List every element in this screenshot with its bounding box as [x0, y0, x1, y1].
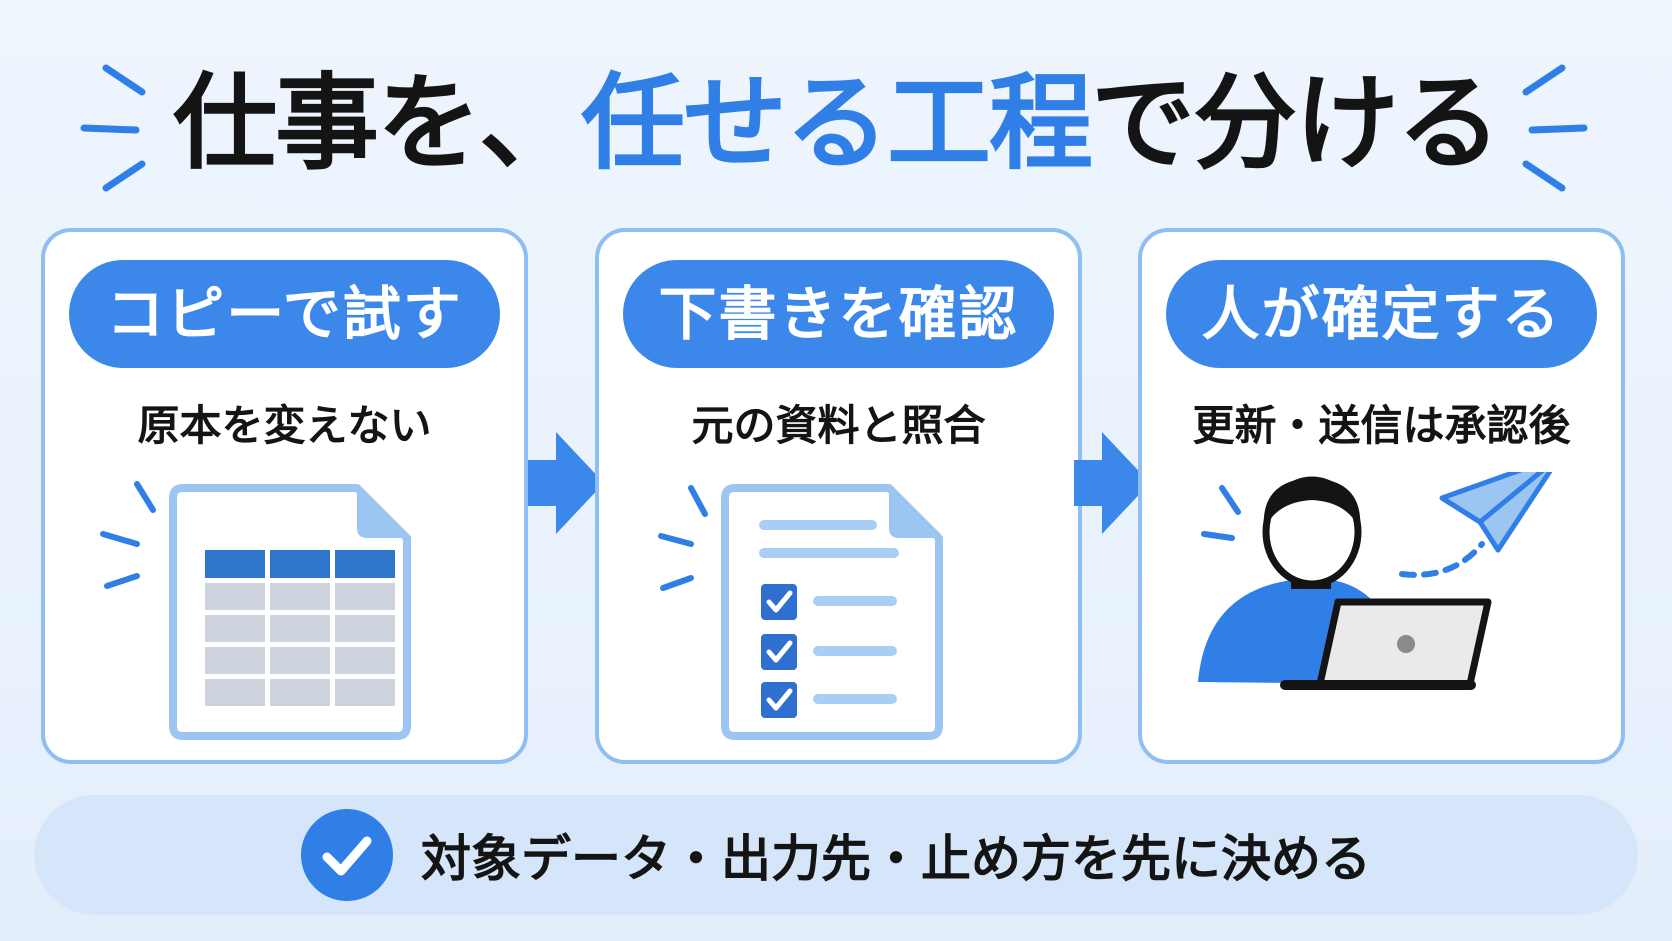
step-label-pill: 人が確定する [1166, 260, 1597, 368]
footer-banner: 対象データ・出力先・止め方を先に決める [34, 795, 1638, 915]
check-circle-icon [301, 809, 393, 901]
step-card-human-confirm: 人が確定する 更新・送信は承認後 [1138, 228, 1625, 764]
sparkle-left-icon [80, 64, 146, 192]
step-label-pill: コピーで試す [69, 260, 500, 368]
footer-text: 対象データ・出力先・止め方を先に決める [421, 830, 1371, 888]
title-highlight: 任せる工程 [580, 62, 1093, 184]
arrow-right-icon [528, 432, 604, 534]
arrow-right-icon [1074, 432, 1150, 534]
title-part-1: 仕事を、 [172, 62, 583, 184]
checklist-document-icon [658, 484, 943, 740]
spreadsheet-icon [100, 481, 411, 740]
sparkle-right-icon [1522, 64, 1588, 192]
step-label-pill: 下書きを確認 [623, 260, 1054, 368]
step-description: 更新・送信は承認後 [1192, 401, 1571, 450]
page-title: 仕事を、任せる工程で分ける [0, 58, 1672, 188]
step-description: 元の資料と照合 [691, 401, 986, 450]
person-laptop-send-icon [1198, 472, 1553, 690]
title-part-2: で分ける [1091, 62, 1501, 184]
step-card-review-draft: 下書きを確認 元の資料と照合 [595, 228, 1082, 764]
step-card-copy: コピーで試す 原本を変えない [41, 228, 528, 764]
step-description: 原本を変えない [137, 401, 432, 450]
